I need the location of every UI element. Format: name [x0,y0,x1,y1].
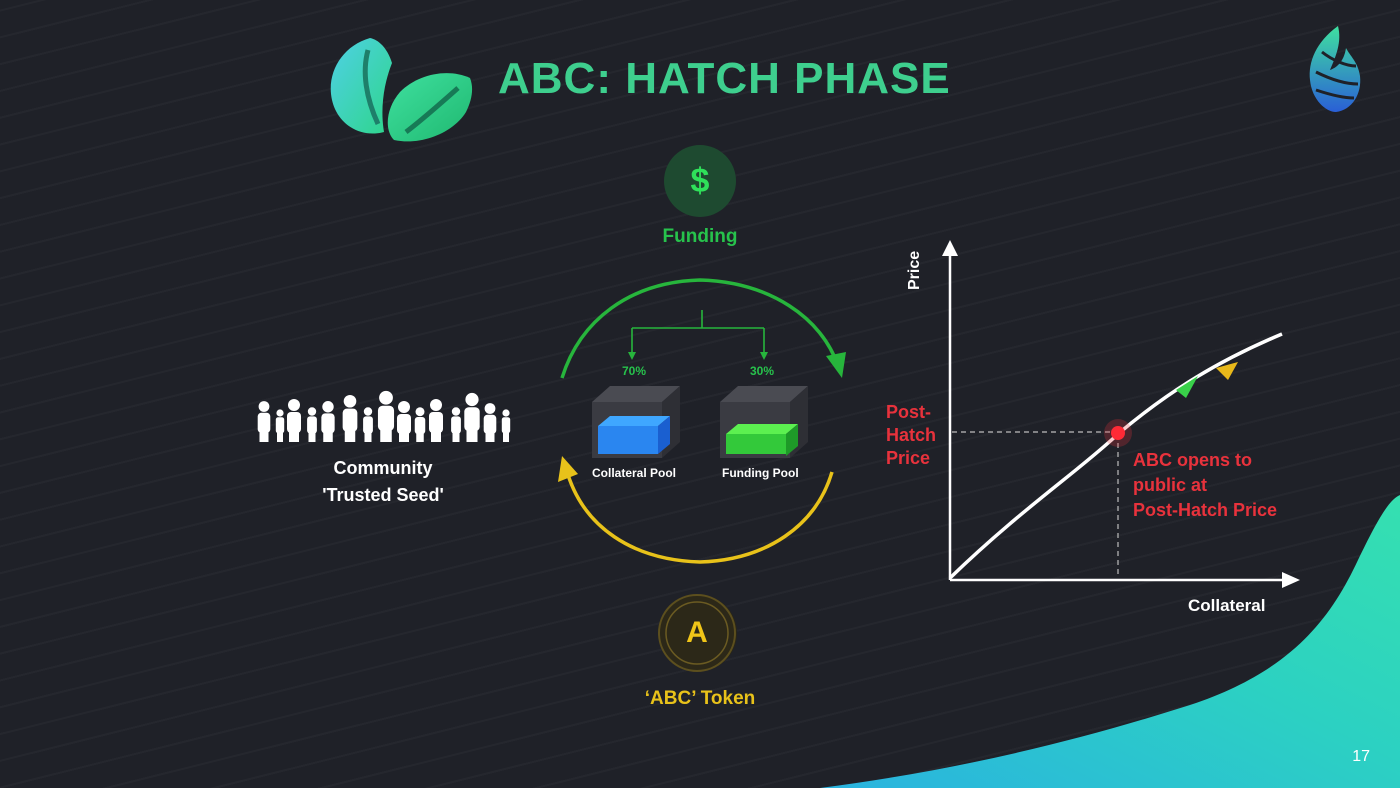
bonding-curve-chart [942,240,1300,588]
page-title: ABC: HATCH PHASE [498,54,951,103]
community-line-1: Community [333,458,433,478]
community-line-2: 'Trusted Seed' [322,485,444,505]
post-hatch-line-2: Hatch [886,425,937,445]
dollar-icon: $ [664,145,736,217]
brand-flame-icon [1309,26,1361,112]
token-label: ‘ABC’ Token [644,688,756,709]
funding-pool-box [720,386,808,458]
split-left-pct: 70% [622,364,647,378]
community-people-icon [257,390,511,442]
annotation-line-2: public at [1133,475,1208,495]
opening-annotation: ABC opens to public at Post-Hatch Price [1133,448,1277,523]
collateral-pool-label: Collateral Pool [592,466,677,480]
community-label: Community 'Trusted Seed' [300,455,466,509]
page-number: 17 [1352,748,1370,765]
split-right-pct: 30% [750,364,775,378]
annotation-line-3: Post-Hatch Price [1133,500,1278,520]
collateral-pool-box [592,386,680,458]
token-symbol: A [686,616,708,649]
post-hatch-line-3: Price [886,448,931,468]
annotation-line-1: ABC opens to [1133,450,1252,470]
x-axis-label: Collateral [1188,596,1266,615]
abc-token-icon: A [653,594,743,672]
funding-label: Funding [662,226,738,247]
post-hatch-line-1: Post- [886,402,931,422]
dollar-symbol: $ [690,162,710,200]
funding-pool-label: Funding Pool [722,466,799,480]
leaf-logo-icon [330,38,473,142]
y-axis-label: Price [906,250,923,290]
post-hatch-price-label: Post- Hatch Price [886,401,936,470]
funding-cycle-arrows [558,278,846,564]
